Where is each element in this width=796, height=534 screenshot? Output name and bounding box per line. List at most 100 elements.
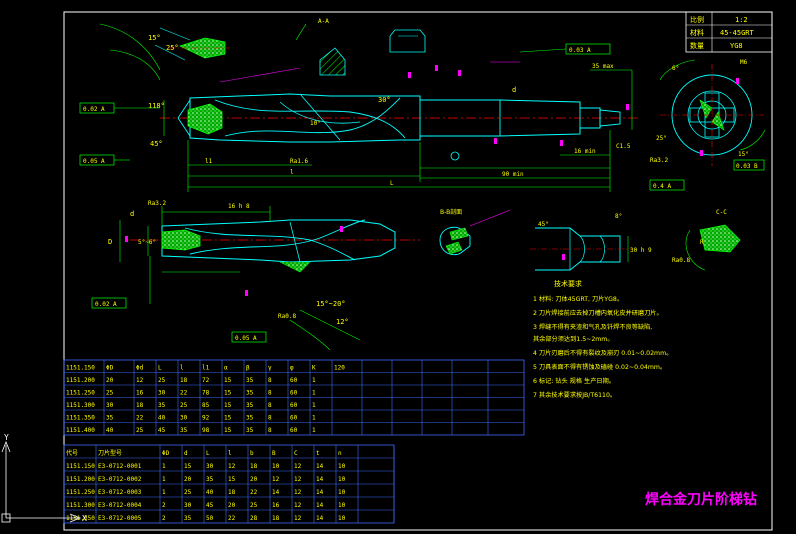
angle-15-20: 15°~20° <box>316 300 346 308</box>
table2-cell: n <box>338 450 342 457</box>
angle-8: 8° <box>615 213 622 220</box>
table2-cell: 1151.350 <box>66 515 95 522</box>
table2-cell: 50 <box>206 515 214 522</box>
table1-cell: 60 <box>290 390 298 397</box>
title-label-0: 比例 <box>690 15 704 24</box>
note-1: 1 材料: 刀体45GRT, 刀片YG8。 <box>533 295 623 303</box>
table2-cell: 20 <box>228 502 236 509</box>
table2-cell: 12 <box>294 502 302 509</box>
table2-cell: 10 <box>338 476 346 483</box>
table2-cell: E3-0712-0002 <box>98 476 142 483</box>
table2-cell: 12 <box>294 489 302 496</box>
tolerance-box-2: 0.03 A <box>565 43 611 55</box>
svg-text:0.4 A: 0.4 A <box>653 183 671 190</box>
angle-118: 118° <box>148 102 165 110</box>
tolerance-box-5: 0.4 A <box>649 179 685 191</box>
table1-cell: 1 <box>312 390 316 397</box>
angle-30-main: 30° <box>378 96 391 104</box>
table2-cell: d <box>184 450 188 457</box>
main-drill-view[interactable]: Ra1.6 l1 l L 90 min 16 min 35 max C1.5 d… <box>79 43 640 192</box>
table1-cell: 1151.400 <box>66 427 95 434</box>
title-label-1: 材料 <box>690 28 704 37</box>
table1-cell: 35 <box>180 427 188 434</box>
table2-cell: 14 <box>316 515 324 522</box>
table1-cell: L <box>158 365 162 372</box>
table1-cell: 1 <box>312 402 316 409</box>
table2-cell: 35 <box>206 476 214 483</box>
table1-cell: 8 <box>268 427 272 434</box>
table2-cell: 10 <box>338 502 346 509</box>
table1-cell: 1 <box>312 415 316 422</box>
table1-cell: 1 <box>312 427 316 434</box>
table1-cell: 8 <box>268 402 272 409</box>
table1-cell: 18 <box>136 402 144 409</box>
tolerance-box-4: 0.05 A <box>231 331 267 343</box>
table2-cell: 10 <box>272 463 280 470</box>
table1-cell: 60 <box>290 377 298 384</box>
table1-cell: 1151.300 <box>66 402 95 409</box>
angle-10-main: 10° <box>310 120 321 127</box>
dim-c15: C1.5 <box>616 143 631 150</box>
ucs-icon: Y X <box>1 433 87 523</box>
table2-cell: E3-0712-0001 <box>98 463 142 470</box>
angle-60-end: 6° <box>672 65 679 72</box>
ucs-y-label: Y <box>4 433 9 442</box>
table1-cell: 35 <box>106 415 114 422</box>
title-value-1: 45-45GRT <box>720 29 755 37</box>
note-3b: 其余部分须达到1.5~2mm。 <box>533 335 614 343</box>
dim-30h9: 30 h 9 <box>630 247 652 254</box>
title-value-2: YG8 <box>730 42 743 50</box>
table1-cell: 22 <box>136 415 144 422</box>
table2-cell: 15 <box>184 463 192 470</box>
table1-cell: 45 <box>158 427 166 434</box>
table2-cell: ΦD <box>162 450 170 457</box>
note-5: 5 刀具表面不得有锈蚀及磕碰 0.02~0.04mm。 <box>533 363 666 371</box>
table2-cell: 1151.300 <box>66 502 95 509</box>
table2-cell: 30 <box>184 502 192 509</box>
table1-cell: 30 <box>180 415 188 422</box>
table2-cell: 10 <box>338 515 346 522</box>
table1-cell: l1 <box>202 365 210 372</box>
drawing-frame <box>63 11 773 531</box>
drawing-title: 焊合金刀片阶梯钻 <box>645 491 757 508</box>
table1-cell: 30 <box>106 402 114 409</box>
table1-cell: 1 <box>312 377 316 384</box>
table1-cell: 8 <box>268 390 272 397</box>
table2-cell: 22 <box>250 489 258 496</box>
angle-15-top: 15° <box>148 34 161 42</box>
table2-cell: 代号 <box>66 449 78 457</box>
table1-cell: 8 <box>268 377 272 384</box>
dim-ra08: Ra0.8 <box>278 313 296 320</box>
table1-cell: K <box>312 365 316 372</box>
dim-l1: l1 <box>205 158 213 165</box>
dim-D: D <box>108 238 112 246</box>
table2-cell: 1151.200 <box>66 476 95 483</box>
table2-cell: 10 <box>338 489 346 496</box>
note-6: 6 标记: 钻头 规格 生产日期。 <box>533 377 615 385</box>
table2-cell: 16 <box>272 502 280 509</box>
table1-cell: 18 <box>180 377 188 384</box>
table1-cell: β <box>246 365 250 372</box>
tip-detail-top: 15° 25° <box>99 23 230 81</box>
table1-cell: 40 <box>158 415 166 422</box>
table1-cell: γ <box>268 365 272 372</box>
table2-cell: 18 <box>250 463 258 470</box>
carbide-tip-main <box>187 103 223 135</box>
title-label-2: 数量 <box>690 41 704 50</box>
table1-cell: 15 <box>224 390 232 397</box>
table2-cell: 刀片型号 <box>98 449 122 457</box>
dim-L: L <box>390 180 394 187</box>
table2-cell: 20 <box>184 476 192 483</box>
table1-cell: 40 <box>106 427 114 434</box>
table2-cell: E3-0712-0004 <box>98 502 142 509</box>
table1-cell: 1151.250 <box>66 390 95 397</box>
table1-cell: 98 <box>202 427 210 434</box>
table2-cell: 28 <box>250 515 258 522</box>
ucs-x-label: X <box>82 514 87 523</box>
table1-cell: 15 <box>224 427 232 434</box>
lower-drill-view[interactable]: D 5°~6° 16 h 8 Ra3.2 d 15°~20° Ra0.8 12°… <box>91 200 420 351</box>
section-c-label: C-C <box>716 209 727 216</box>
